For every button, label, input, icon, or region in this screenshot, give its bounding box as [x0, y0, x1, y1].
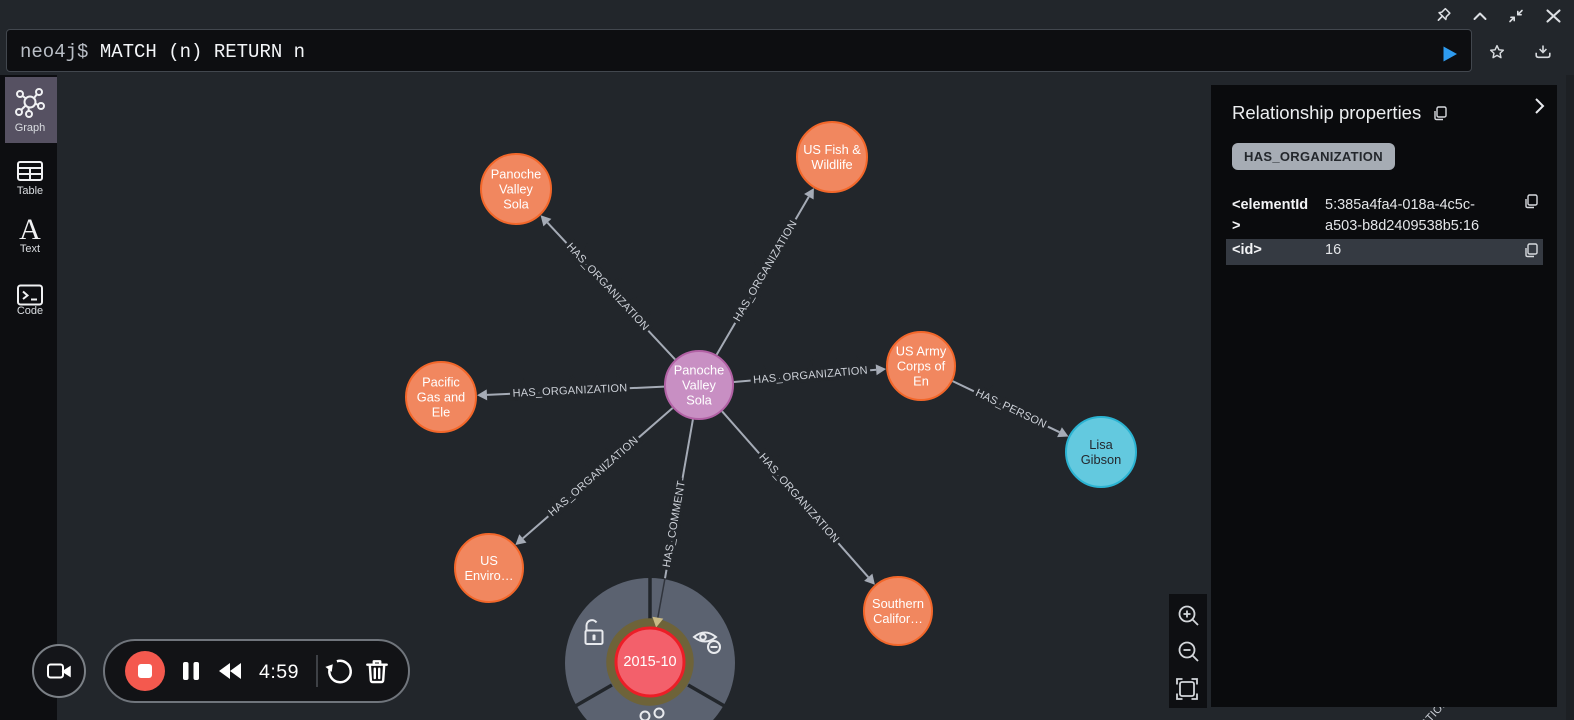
svg-text:Enviro…: Enviro… [464, 568, 513, 583]
svg-text:Sola: Sola [686, 392, 712, 407]
svg-text:2015-10: 2015-10 [623, 654, 676, 670]
svg-text:US: US [480, 553, 498, 568]
svg-text:HAS_ORGANIZATION: HAS_ORGANIZATION [756, 451, 841, 545]
svg-text:En: En [913, 373, 929, 388]
svg-text:4:59: 4:59 [259, 661, 299, 683]
svg-text:Panoche: Panoche [491, 167, 542, 182]
svg-text:HAS_ORGANIZATION: HAS_ORGANIZATION [731, 218, 799, 323]
svg-text:HAS_ORGANIZATION: HAS_ORGANIZATION [546, 435, 640, 520]
svg-text:Table: Table [17, 185, 43, 197]
svg-text:US Army: US Army [896, 344, 947, 359]
svg-text:Code: Code [17, 305, 43, 317]
svg-text:A: A [19, 213, 41, 246]
svg-text:Text: Text [20, 243, 40, 255]
svg-text:Califor…: Califor… [873, 611, 923, 626]
svg-text:Pacific: Pacific [422, 375, 460, 390]
svg-text:Ele: Ele [432, 404, 451, 419]
svg-text:Graph: Graph [15, 122, 46, 134]
svg-text:HAS_PERSON: HAS_PERSON [974, 387, 1049, 431]
svg-text:Sola: Sola [503, 196, 529, 211]
svg-text:Lisa: Lisa [1089, 437, 1113, 452]
svg-text:US Fish &: US Fish & [803, 142, 861, 157]
svg-text:Wildlife: Wildlife [811, 157, 852, 172]
svg-text:Corps of: Corps of [897, 359, 946, 374]
svg-text:HAS_COMMENT: HAS_COMMENT [661, 480, 688, 569]
svg-text:HAS_ORGANIZATION: HAS_ORGANIZATION [512, 382, 627, 399]
svg-text:Gibson: Gibson [1081, 452, 1122, 467]
svg-text:Southern: Southern [872, 596, 924, 611]
svg-text:Panoche: Panoche [674, 363, 725, 378]
svg-text:HAS_ORGANIZATION: HAS_ORGANIZATION [564, 241, 651, 333]
svg-text:HAS_ORGANIZATION: HAS_ORGANIZATION [753, 365, 868, 387]
svg-text:Valley: Valley [499, 182, 534, 197]
svg-text:Valley: Valley [682, 378, 717, 393]
svg-text:Gas and: Gas and [417, 390, 465, 405]
